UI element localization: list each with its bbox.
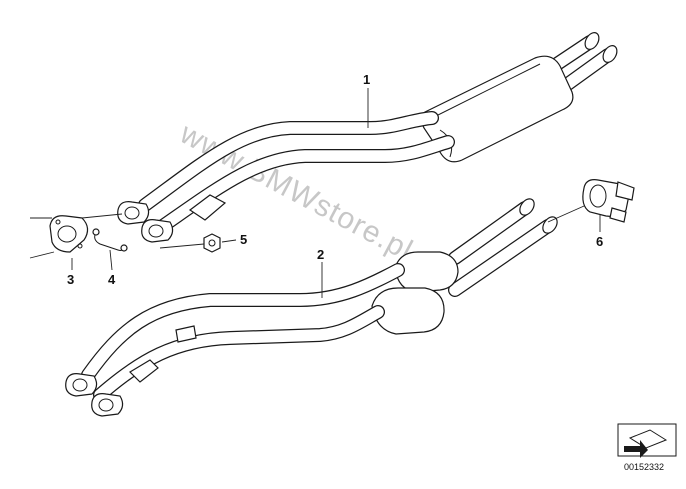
- callout-3: 3: [67, 272, 74, 287]
- callout-4: 4: [108, 272, 116, 287]
- part-2-catalytic-converter-pipe[interactable]: [65, 196, 560, 417]
- arrow-icon: [624, 429, 668, 458]
- leader-5: [221, 239, 237, 243]
- part-3-gasket[interactable]: [29, 213, 123, 259]
- callout-5: 5: [240, 232, 247, 247]
- part-4-clip[interactable]: [92, 228, 128, 252]
- diagram-id-box: 00152332: [617, 423, 677, 472]
- leader-4: [109, 249, 113, 271]
- callout-2: 2: [317, 247, 324, 262]
- diagram-number: 00152332: [624, 462, 664, 472]
- part-6-pipe-clamp[interactable]: [547, 179, 635, 223]
- callout-1: 1: [363, 72, 370, 87]
- part-1-rear-silencer-pipe[interactable]: [117, 30, 620, 243]
- part-5-nut[interactable]: [159, 233, 221, 253]
- callout-6: 6: [596, 234, 603, 249]
